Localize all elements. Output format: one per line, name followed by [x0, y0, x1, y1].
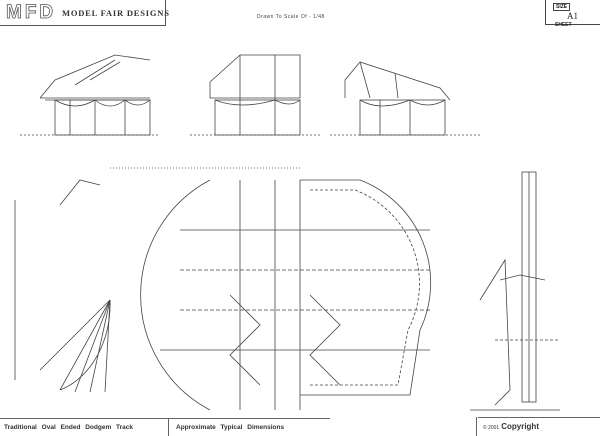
size-label: SIZE — [553, 3, 571, 11]
drawing-title: Traditional Oval Ended Dodgem Track — [4, 424, 134, 431]
sheet-label: SHEET — [555, 22, 572, 28]
copyright-label: Copyright — [501, 422, 539, 431]
footer-separator — [168, 418, 169, 436]
copyright-divider — [478, 417, 600, 418]
title-block — [545, 0, 600, 25]
size-value: A1 — [567, 11, 578, 21]
elevation-middle — [190, 54, 320, 136]
elevation-left — [20, 54, 160, 136]
elevation-right — [330, 61, 480, 136]
scale-note: Drawn To Scale Of - 1/48 — [257, 14, 325, 20]
drawing-subtitle: Approximate Typical Dimensions — [176, 424, 285, 431]
plan-view — [14, 167, 432, 411]
logo: MFD — [6, 2, 57, 24]
logo-box — [0, 0, 166, 26]
company-name: MODEL FAIR DESIGNS — [62, 8, 170, 18]
copyright-year: © 2001 — [483, 425, 500, 431]
copyright-separator — [476, 417, 477, 436]
section-right — [470, 171, 560, 411]
footer-divider — [0, 418, 330, 419]
